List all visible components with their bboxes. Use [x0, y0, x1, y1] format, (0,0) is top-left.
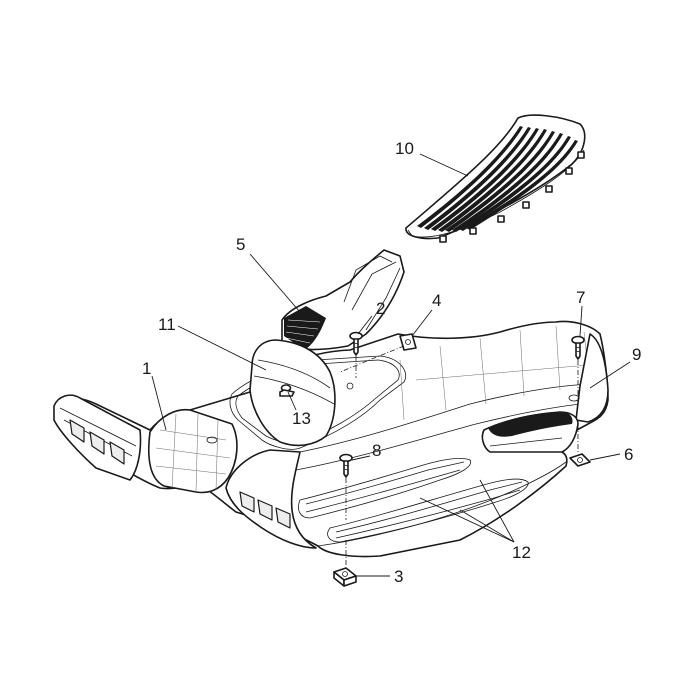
part-13-screw [279, 384, 295, 397]
callout-5: 5 [236, 235, 245, 254]
callout-11: 11 [158, 315, 176, 334]
part-2-screw [349, 331, 363, 356]
callout-8: 8 [372, 441, 381, 460]
part-3-nut [333, 567, 357, 587]
callout-9: 9 [632, 345, 641, 364]
part-floor-panel-structure [53, 249, 609, 558]
callout-3: 3 [394, 567, 403, 586]
callout-labels: 1 2 3 4 5 6 7 8 9 10 11 12 13 [142, 139, 641, 586]
part-9-right-pad [481, 411, 579, 453]
callout-2: 2 [376, 299, 385, 318]
part-10-footboard-mat [405, 114, 586, 243]
part-8-screw [339, 453, 353, 478]
callout-12: 12 [512, 543, 531, 562]
callout-10: 10 [395, 139, 414, 158]
part-7-screw [571, 335, 585, 360]
part-6-nut [569, 453, 591, 467]
leader-lines [151, 153, 631, 577]
part-5-rear-pad [284, 306, 326, 350]
callout-1: 1 [142, 359, 151, 378]
callout-7: 7 [576, 288, 585, 307]
assembly-lines [339, 345, 579, 566]
callout-6: 6 [624, 445, 633, 464]
callout-13: 13 [292, 409, 311, 428]
callout-4: 4 [432, 291, 441, 310]
